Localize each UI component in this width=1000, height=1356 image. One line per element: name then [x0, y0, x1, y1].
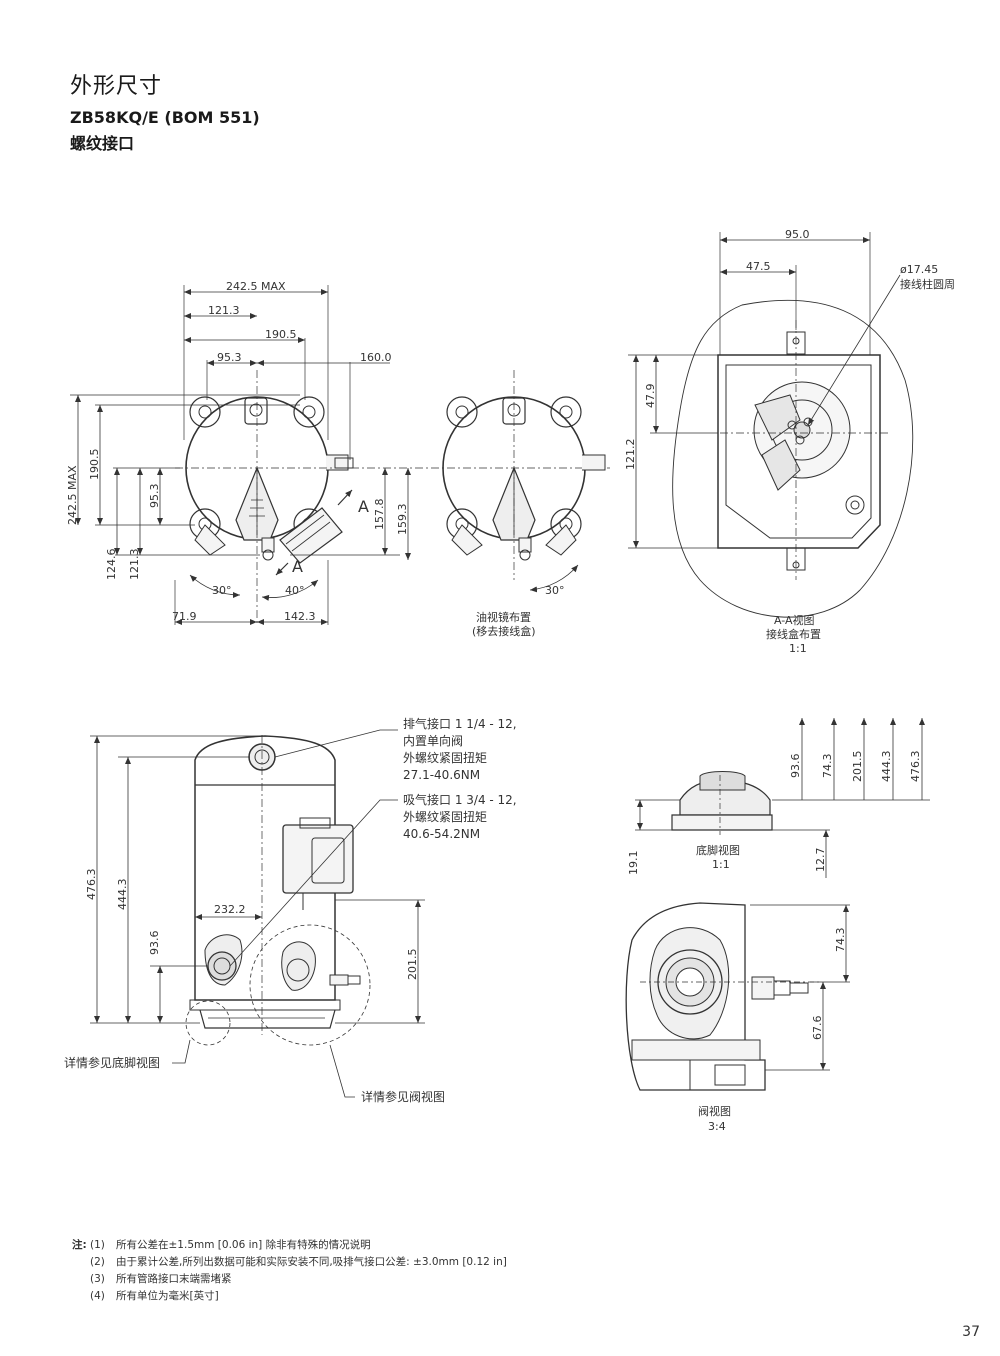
note-2: (2)由于累计公差,所列出数据可能和实际安装不同,吸排气接口公差: ±3.0mm… [90, 1256, 507, 1268]
foot-vdim-444-3: 444.3 [880, 751, 893, 783]
valve-view [625, 902, 850, 1091]
section-mark-upper: A [358, 497, 369, 516]
angle-30-label: 30° [212, 584, 232, 597]
foot-view [635, 718, 930, 878]
suction-label-3: 40.6-54.2NM [403, 827, 480, 841]
aa-callout-2: 接线柱圆周 [900, 277, 955, 291]
top-front-view [70, 285, 610, 625]
side-vdim-201-5: 201.5 [406, 949, 419, 981]
discharge-label-1: 排气接口 1 1/4 - 12, [403, 716, 517, 731]
side-vdim-476-3: 476.3 [85, 869, 98, 901]
top-front-labels: 242.5 MAX 121.3 190.5 95.3 160.0 242.5 M… [66, 280, 409, 623]
vdim-157-8: 157.8 [373, 499, 386, 531]
top-sightglass-labels: 30° 油视镜布置 (移去接线盒) [472, 584, 565, 638]
vdim-242-5-max: 242.5 MAX [66, 465, 79, 525]
notes-block: 注:(1)所有公差在±1.5mm [0.06 in] 除非有特殊的情况说明 (2… [72, 1237, 507, 1305]
side-vdim-444-3: 444.3 [116, 879, 129, 911]
side-dim-232-2: 232.2 [214, 903, 246, 916]
foot-ref-label: 详情参见底脚视图 [64, 1055, 160, 1070]
aa-view-labels: 95.0 47.5 47.9 121.2 ø17.45 接线柱圆周 A-A视图 … [624, 228, 955, 655]
model-subtitle: ZB58KQ/E (BOM 551) [70, 108, 260, 127]
vdim-121-3: 121.3 [128, 549, 141, 581]
note-3: (3)所有管路接口末端需堵紧 [90, 1273, 232, 1285]
valve-view-labels: 74.3 67.6 阀视图 3:4 [698, 928, 847, 1134]
aa-caption-1: A-A视图 [774, 613, 815, 627]
side-view-labels: 排气接口 1 1/4 - 12, 内置单向阀 外螺纹紧固扭矩 27.1-40.6… [64, 716, 517, 1104]
valve-ref-label: 详情参见阀视图 [361, 1089, 445, 1104]
foot-vdim-93-6: 93.6 [789, 754, 802, 779]
suction-label-1: 吸气接口 1 3/4 - 12, [403, 792, 517, 807]
aa-dim-95-0: 95.0 [785, 228, 810, 241]
aa-dim-47-5: 47.5 [746, 260, 771, 273]
top-sightglass-view [442, 370, 606, 593]
foot-vdim-19-1: 19.1 [627, 851, 640, 876]
sight-caption-2: (移去接线盒) [472, 624, 536, 638]
foot-view-labels: 93.6 74.3 201.5 444.3 476.3 19.1 12.7 底脚… [627, 751, 922, 876]
dim-242-5-max: 242.5 MAX [226, 280, 286, 293]
foot-vdim-74-3: 74.3 [821, 754, 834, 779]
foot-vdim-12-7: 12.7 [814, 848, 827, 873]
angle-40-label: 40° [285, 584, 305, 597]
dim-95-3: 95.3 [217, 351, 242, 364]
vdim-159-3: 159.3 [396, 504, 409, 536]
note-4: (4)所有单位为毫米[英寸] [90, 1290, 219, 1302]
valve-caption-1: 阀视图 [698, 1104, 731, 1118]
connection-subtitle: 螺纹接口 [70, 134, 135, 153]
section-mark-lower: A [292, 557, 303, 576]
side-view [90, 729, 425, 1098]
page-number: 37 [962, 1324, 980, 1340]
aa-caption-3: 1:1 [789, 642, 807, 655]
valve-caption-2: 3:4 [708, 1120, 726, 1133]
note-1: 注:(1)所有公差在±1.5mm [0.06 in] 除非有特殊的情况说明 [72, 1237, 507, 1254]
valve-vdim-67-6: 67.6 [811, 1016, 824, 1041]
vdim-190-5: 190.5 [88, 449, 101, 481]
page-title: 外形尺寸 [70, 74, 163, 99]
dim-190-5: 190.5 [265, 328, 297, 341]
foot-vdim-476-3: 476.3 [909, 751, 922, 783]
side-vdim-93-6: 93.6 [148, 931, 161, 956]
vdim-124-6: 124.6 [105, 549, 118, 581]
dim-121-3: 121.3 [208, 304, 240, 317]
aa-vdim-121-2: 121.2 [624, 439, 637, 471]
aa-callout-1: ø17.45 [900, 263, 938, 276]
suction-label-2: 外螺纹紧固扭矩 [403, 810, 487, 824]
dim-160-0: 160.0 [360, 351, 392, 364]
discharge-label-2: 内置单向阀 [403, 733, 463, 748]
dim-71-9: 71.9 [172, 610, 197, 623]
aa-view [628, 232, 914, 618]
aa-vdim-47-9: 47.9 [644, 384, 657, 409]
valve-vdim-74-3: 74.3 [834, 928, 847, 953]
dim-142-3: 142.3 [284, 610, 316, 623]
foot-caption-1: 底脚视图 [696, 843, 740, 857]
aa-caption-2: 接线盒布置 [766, 627, 821, 641]
foot-vdim-201-5: 201.5 [851, 751, 864, 783]
discharge-label-3: 外螺纹紧固扭矩 [403, 751, 487, 765]
discharge-label-4: 27.1-40.6NM [403, 768, 480, 782]
sight-angle-30: 30° [545, 584, 565, 597]
foot-caption-2: 1:1 [712, 858, 730, 871]
sight-caption-1: 油视镜布置 [476, 610, 531, 624]
notes-label: 注: [72, 1239, 87, 1251]
vdim-95-3: 95.3 [148, 484, 161, 509]
